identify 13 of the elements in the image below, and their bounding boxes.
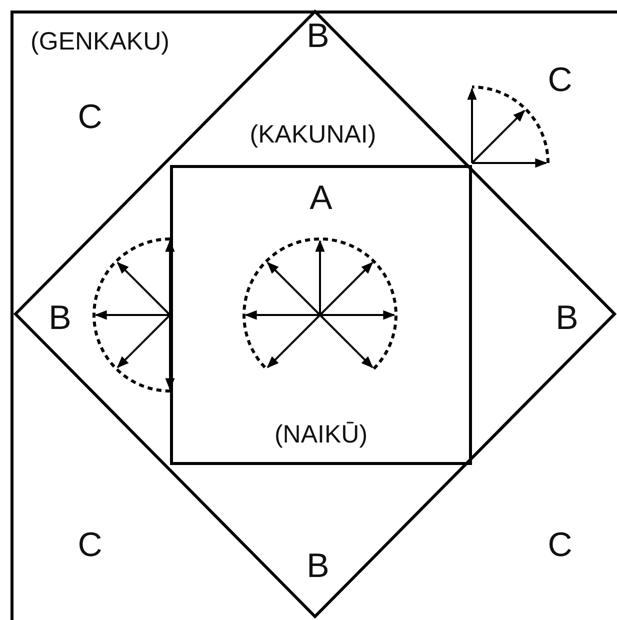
square-region <box>170 165 472 465</box>
region-letter: C <box>78 100 102 134</box>
region-letter: C <box>548 528 572 562</box>
region-letter: A <box>310 181 332 215</box>
region-label: (NAIKŪ) <box>274 422 368 448</box>
region-label: (KAKUNAI) <box>250 122 376 148</box>
region-letter: B <box>306 19 330 53</box>
region-letter: C <box>78 528 102 562</box>
region-letter: B <box>48 301 72 335</box>
region-letter: B <box>306 549 330 583</box>
region-letter: C <box>548 63 572 97</box>
region-label: (GENKAKU) <box>30 30 170 54</box>
region-letter: B <box>556 301 578 335</box>
